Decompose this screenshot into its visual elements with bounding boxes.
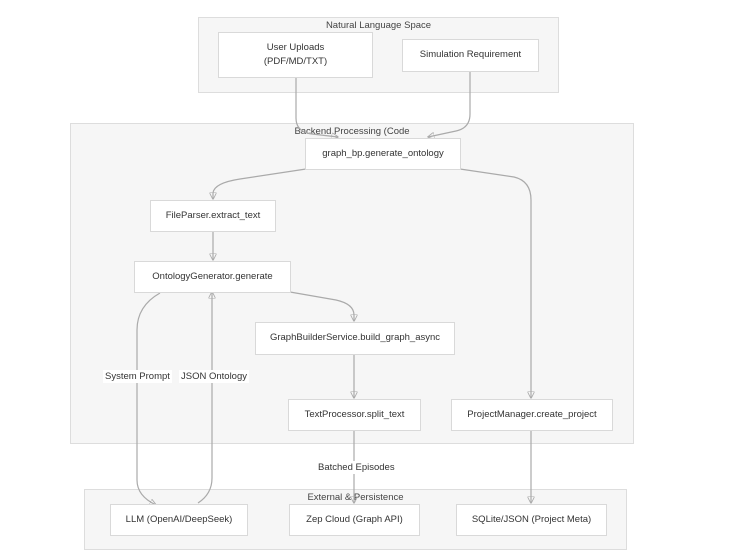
node-graph-builder: GraphBuilderService.build_graph_async	[255, 322, 455, 355]
edge-ontology-generator-to-graph-builder	[289, 291, 354, 321]
node-text-processor: TextProcessor.split_text	[288, 399, 421, 431]
node-simulation-requirement: Simulation Requirement	[402, 39, 539, 72]
edge-generate-ontology-to-file-parser	[213, 168, 307, 199]
node-zep-cloud: Zep Cloud (Graph API)	[289, 504, 420, 536]
backend-processing-label: Backend Processing (Code	[294, 126, 410, 137]
edge-label-system-prompt: System Prompt	[103, 370, 172, 383]
node-sqlite-json: SQLite/JSON (Project Meta)	[456, 504, 607, 536]
node-file-parser: FileParser.extract_text	[150, 200, 276, 232]
natural-language-space-label: Natural Language Space	[325, 20, 432, 31]
node-project-manager: ProjectManager.create_project	[451, 399, 613, 431]
edge-generate-ontology-to-project-manager	[459, 168, 531, 398]
node-llm: LLM (OpenAI/DeepSeek)	[110, 504, 248, 536]
edge-label-batched-episodes: Batched Episodes	[316, 461, 397, 474]
edge-ontology-generator-to-llm	[136, 292, 161, 505]
edge-uploads-to-generate-ontology	[295, 78, 338, 137]
edge-requirement-to-generate-ontology	[428, 72, 471, 137]
edge-label-json-ontology: JSON Ontology	[179, 370, 249, 383]
edge-llm-to-ontology-generator	[197, 292, 212, 504]
node-ontology-generator: OntologyGenerator.generate	[134, 261, 291, 293]
node-generate-ontology: graph_bp.generate_ontology	[305, 138, 461, 170]
node-user-uploads: User Uploads (PDF/MD/TXT)	[218, 32, 373, 78]
